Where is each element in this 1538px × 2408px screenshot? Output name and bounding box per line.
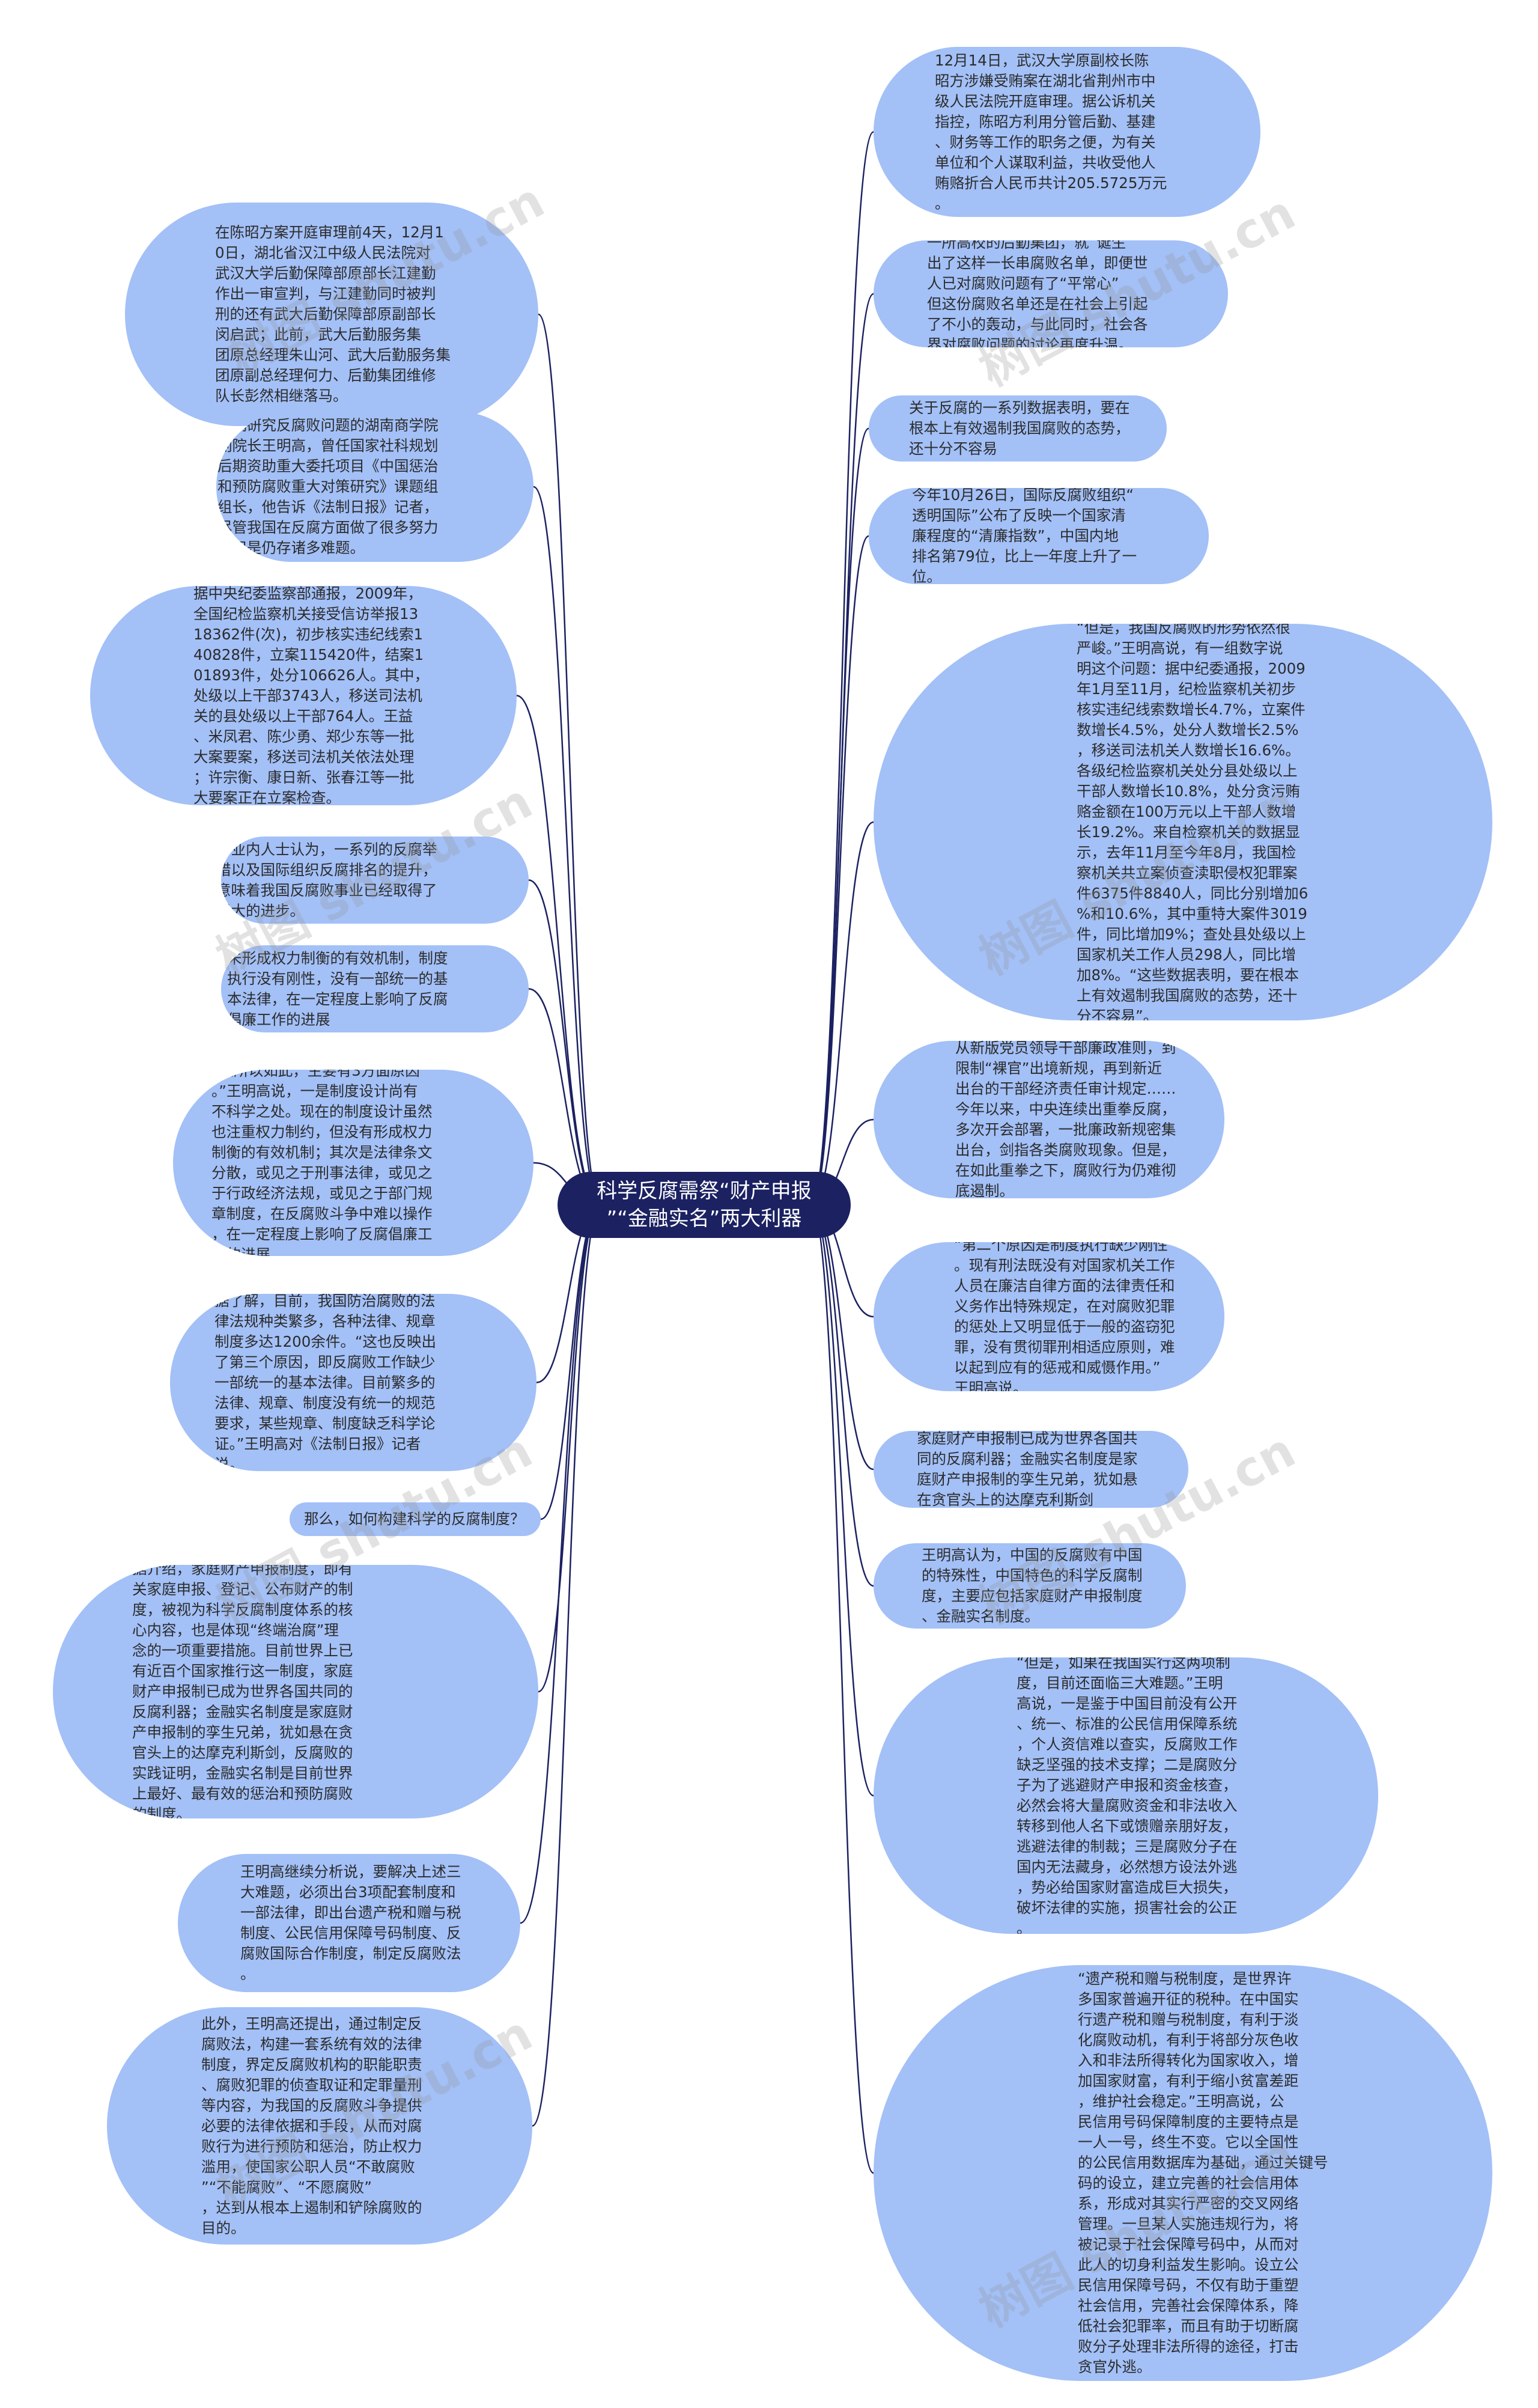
left-topic-text: 此外，王明高还提出，通过制定反 腐败法，构建一套系统有效的法律 制度，界定反腐败… (201, 2014, 422, 2237)
right-topic-text: “第二个原因是制度执行缺少刚性 。现有刑法既没有对国家机关工作 人员在廉洁自律方… (954, 1242, 1175, 1391)
right-topic-node[interactable]: “但是，我国反腐败的形势依然很 严峻。”王明高说，有一组数字说 明这个问题：据中… (874, 624, 1492, 1020)
left-topic-text: 在陈昭方案开庭审理前4天，12月1 0日，湖北省汉江中级人民法院对 武汉大学后勤… (215, 224, 451, 404)
left-topic-node[interactable]: 据介绍，家庭财产申报制度，即有 关家庭申报、登记、公布财产的制 度，被视为科学反… (53, 1565, 538, 1818)
right-topic-node[interactable]: 关于反腐的一系列数据表明，要在 根本上有效遏制我国腐败的态势， 还十分不容易 (869, 395, 1167, 462)
right-topic-node[interactable]: “但是，如果在我国实行这两项制 度，目前还面临三大难题。”王明 高说，一是鉴于中… (874, 1657, 1378, 1934)
connector-line (528, 879, 601, 1206)
connector-line (533, 486, 601, 1206)
connector-line (810, 131, 875, 1206)
right-topic-text: 12月14日，武汉大学原副校长陈 昭方涉嫌受贿案在湖北省荆州市中 级人民法院开庭… (935, 51, 1167, 212)
left-topic-node[interactable]: 长期研究反腐败问题的湖南商学院 副院长王明高，曾任国家社科规划 后期资助重大委托… (216, 412, 533, 562)
root-topic[interactable]: 科学反腐需祭“财产申报 ”“金融实名”两大利器 (558, 1172, 851, 1238)
right-topic-node[interactable]: 12月14日，武汉大学原副校长陈 昭方涉嫌受贿案在湖北省荆州市中 级人民法院开庭… (874, 47, 1260, 217)
right-topic-node[interactable]: 今年10月26日，国际反腐败组织“ 透明国际”公布了反映一个国家清 廉程度的“清… (869, 488, 1209, 584)
left-topic-text: 据介绍，家庭财产申报制度，即有 关家庭申报、登记、公布财产的制 度，被视为科学反… (132, 1565, 353, 1818)
right-topic-text: “但是，如果在我国实行这两项制 度，目前还面临三大难题。”王明 高说，一是鉴于中… (1017, 1657, 1238, 1934)
left-topic-node[interactable]: 那么，如何构建科学的反腐制度？ (290, 1502, 541, 1536)
right-topic-node[interactable]: “第二个原因是制度执行缺少刚性 。现有刑法既没有对国家机关工作 人员在廉洁自律方… (874, 1242, 1224, 1391)
left-topic-node[interactable]: 未形成权力制衡的有效机制，制度 执行没有刚性，没有一部统一的基 本法律，在一定程… (221, 945, 529, 1032)
left-topic-text: “之所以如此，主要有3方面原因 。”王明高说，一是制度设计尚有 不科学之处。现在… (211, 1070, 433, 1256)
connector-line (810, 1204, 874, 1471)
left-topic-node[interactable]: 在陈昭方案开庭审理前4天，12月1 0日，湖北省汉江中级人民法院对 武汉大学后勤… (125, 203, 538, 426)
right-topic-node[interactable]: 从新版党员领导干部廉政准则，到 限制“裸官”出境新规，再到新近 出台的干部经济责… (874, 1041, 1224, 1198)
connector-line (810, 821, 874, 1206)
connector-line (520, 1204, 601, 1924)
right-topic-node[interactable]: 一所高校的后勤集团，就“诞生” 出了这样一长串腐败名单，即便世 人已对腐败问题有… (874, 240, 1228, 347)
right-topic-text: 一所高校的后勤集团，就“诞生” 出了这样一长串腐败名单，即便世 人已对腐败问题有… (927, 240, 1148, 347)
right-topic-text: “遗产税和赠与税制度，是世界许 多国家普遍开征的税种。在中国实 行遗产税和赠与税… (1078, 1970, 1328, 2376)
left-topic-node[interactable]: 据了解，目前，我国防治腐败的法 律法规种类繁多，各种法律、规章 制度多达1200… (170, 1294, 536, 1471)
left-topic-text: 王明高继续分析说，要解决上述三 大难题，必须出台3项配套制度和 一部法律，即出台… (240, 1863, 461, 1983)
right-topic-text: 王明高认为，中国的反腐败有中国 的特殊性，中国特色的科学反腐制 度，主要应包括家… (922, 1546, 1143, 1625)
connector-line (810, 535, 869, 1206)
left-topic-text: 据中央纪委监察部通报，2009年， 全国纪检监察机关接受信访举报13 18362… (193, 586, 429, 805)
left-topic-text: 那么，如何构建科学的反腐制度？ (304, 1510, 525, 1528)
connector-line (538, 1204, 601, 1693)
left-topic-node[interactable]: 据中央纪委监察部通报，2009年， 全国纪检监察机关接受信访举报13 18362… (90, 586, 517, 805)
connector-line (810, 427, 869, 1206)
connector-line (810, 1204, 874, 1797)
connector-line (540, 1204, 601, 1520)
left-topic-node[interactable]: 有业内人士认为，一系列的反腐举 措以及国际组织反腐排名的提升， 意味着我国反腐败… (221, 837, 529, 924)
right-topic-text: 关于反腐的一系列数据表明，要在 根本上有效遏制我国腐败的态势， 还十分不容易 (909, 399, 1130, 457)
left-topic-text: 未形成权力制衡的有效机制，制度 执行没有刚性，没有一部统一的基 本法律，在一定程… (227, 949, 448, 1028)
connector-line (538, 313, 601, 1206)
right-topic-node[interactable]: “遗产税和赠与税制度，是世界许 多国家普遍开征的税种。在中国实 行遗产税和赠与税… (874, 1965, 1492, 2381)
root-topic-label: 科学反腐需祭“财产申报 ”“金融实名”两大利器 (597, 1179, 812, 1231)
right-topic-text: 今年10月26日，国际反腐败组织“ 透明国际”公布了反映一个国家清 廉程度的“清… (912, 488, 1137, 584)
connector-line (532, 1204, 601, 2127)
left-topic-node[interactable]: “之所以如此，主要有3方面原因 。”王明高说，一是制度设计尚有 不科学之处。现在… (173, 1070, 533, 1256)
left-topic-text: 据了解，目前，我国防治腐败的法 律法规种类繁多，各种法律、规章 制度多达1200… (214, 1294, 437, 1471)
right-topic-node[interactable]: 王明高认为，中国的反腐败有中国 的特殊性，中国特色的科学反腐制 度，主要应包括家… (874, 1543, 1186, 1629)
right-topic-text: 从新版党员领导干部廉政准则，到 限制“裸官”出境新规，再到新近 出台的干部经济责… (955, 1041, 1176, 1198)
left-topic-node[interactable]: 此外，王明高还提出，通过制定反 腐败法，构建一套系统有效的法律 制度，界定反腐败… (107, 2007, 532, 2245)
left-topic-text: 有业内人士认为，一系列的反腐举 措以及国际组织反腐排名的提升， 意味着我国反腐败… (221, 840, 437, 919)
right-topic-text: “但是，我国反腐败的形势依然很 严峻。”王明高说，有一组数字说 明这个问题：据中… (1077, 624, 1309, 1020)
left-topic-text: 长期研究反腐败问题的湖南商学院 副院长王明高，曾任国家社科规划 后期资助重大委托… (217, 416, 439, 556)
connector-line (810, 1204, 874, 2174)
right-topic-text: 家庭财产申报制已成为世界各国共 同的反腐利器；金融实名制度是家 庭财产申报制的孪… (917, 1431, 1138, 1508)
right-topic-node[interactable]: 家庭财产申报制已成为世界各国共 同的反腐利器；金融实名制度是家 庭财产申报制的孪… (874, 1431, 1188, 1508)
left-topic-node[interactable]: 王明高继续分析说，要解决上述三 大难题，必须出台3项配套制度和 一部法律，即出台… (178, 1854, 520, 1992)
connector-line (516, 695, 601, 1206)
